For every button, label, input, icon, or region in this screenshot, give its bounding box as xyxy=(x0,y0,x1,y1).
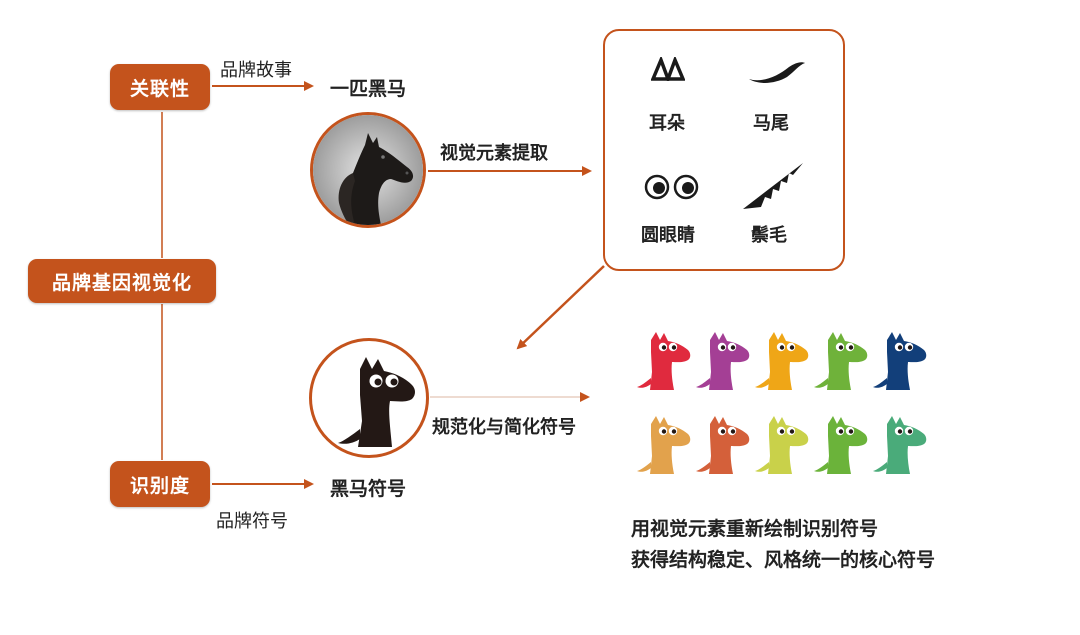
horse-symbol-icon xyxy=(338,357,415,447)
normalize-label: 规范化与简化符号 xyxy=(432,417,576,438)
element-label-ears: 耳朵 xyxy=(649,113,685,134)
element-label-eyes: 圆眼睛 xyxy=(641,225,695,246)
relevance-label: 关联性 xyxy=(129,77,190,100)
element-label-tail: 马尾 xyxy=(753,113,789,134)
ears-icon xyxy=(651,57,685,81)
brand-story-label: 品牌故事 xyxy=(220,60,292,81)
visual-elements-panel: 耳朵 马尾 圆眼睛 鬃毛 xyxy=(603,29,845,271)
caption-line-1: 用视觉元素重新绘制识别符号 xyxy=(631,518,879,540)
black-horse-label: 一匹黑马 xyxy=(330,78,407,100)
round-eyes-icon xyxy=(644,174,699,200)
extract-label: 视觉元素提取 xyxy=(440,143,548,164)
arrow-elements-to-symbol xyxy=(516,265,605,350)
horse-photo-image xyxy=(313,115,423,225)
caption-line-2: 获得结构稳定、风格统一的核心符号 xyxy=(631,549,936,571)
black-horse-symbol-label: 黑马符号 xyxy=(330,478,407,500)
brand-symbol-label: 品牌符号 xyxy=(216,511,288,532)
horse-photo xyxy=(310,112,426,228)
recognizability-node: 识别度 xyxy=(110,461,210,507)
brand-gene-node: 品牌基因视觉化 xyxy=(28,259,216,303)
relevance-node: 关联性 xyxy=(110,64,210,110)
horse-tail-icon xyxy=(749,62,805,83)
element-label-mane: 鬃毛 xyxy=(751,225,787,246)
recognizability-label: 识别度 xyxy=(129,474,190,497)
horse-symbol-circle xyxy=(309,338,429,458)
mane-icon xyxy=(743,163,803,209)
brand-gene-label: 品牌基因视觉化 xyxy=(51,271,192,294)
